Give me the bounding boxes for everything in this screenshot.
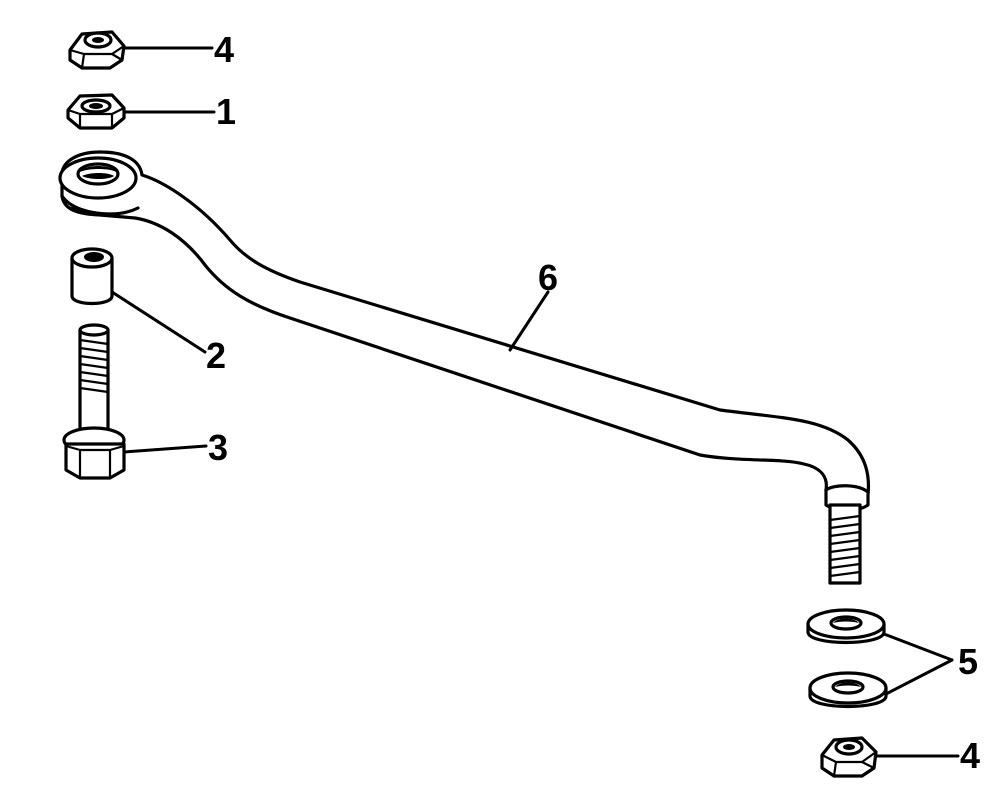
- lock-nut-bottom: [820, 736, 878, 778]
- callout-5: 5: [958, 641, 978, 682]
- washer-lower: [808, 671, 888, 709]
- callout-4-top: 4: [214, 29, 234, 70]
- leader-5: [882, 632, 954, 696]
- callout-4-bottom: 4: [960, 735, 980, 776]
- leader-6: [508, 290, 550, 352]
- lock-nut-top: [68, 30, 126, 70]
- leader-2: [110, 290, 207, 354]
- hex-nut: [66, 93, 126, 130]
- steering-link-rod: [58, 150, 871, 585]
- callout-6: 6: [538, 257, 558, 298]
- callout-3: 3: [208, 427, 228, 468]
- flange-bolt: [62, 323, 126, 480]
- leader-3: [122, 444, 208, 454]
- spacer-sleeve: [70, 247, 114, 306]
- washer-upper: [806, 608, 886, 645]
- callout-2: 2: [206, 335, 226, 376]
- callout-1: 1: [216, 91, 236, 132]
